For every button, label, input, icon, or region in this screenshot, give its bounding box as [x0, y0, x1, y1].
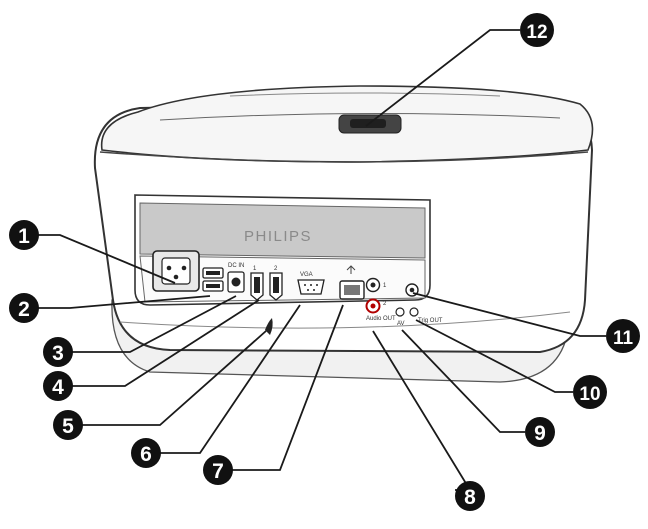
- av-label: AV: [397, 321, 405, 327]
- callout-10: 10: [573, 375, 607, 409]
- callout-8-label: 8: [464, 486, 476, 509]
- callout-11: 11: [606, 319, 640, 353]
- callout-2: 2: [9, 293, 39, 323]
- callout-9: 9: [525, 417, 555, 447]
- callout-1-label: 1: [18, 225, 30, 248]
- callout-10-label: 10: [579, 384, 600, 405]
- callout-4: 4: [43, 371, 73, 401]
- callout-3-label: 3: [52, 342, 64, 365]
- callout-11-label: 11: [613, 328, 634, 349]
- callout-6-label: 6: [140, 443, 152, 466]
- callout-5-label: 5: [62, 415, 74, 438]
- dc-in-label: DC IN: [228, 263, 244, 269]
- vga-label: VGA: [300, 272, 313, 278]
- callout-5: 5: [53, 410, 83, 440]
- callout-7-label: 7: [212, 460, 224, 483]
- callout-8: 8: [455, 481, 485, 511]
- callout-12-label: 12: [526, 22, 547, 43]
- callout-4-label: 4: [52, 376, 64, 399]
- callout-3: 3: [43, 337, 73, 367]
- callout-12: 12: [520, 13, 554, 47]
- power-socket: [153, 251, 199, 291]
- callout-9-label: 9: [534, 422, 546, 445]
- callout-2-label: 2: [18, 298, 30, 321]
- callout-7: 7: [203, 455, 233, 485]
- callout-1: 1: [9, 220, 39, 250]
- callout-6: 6: [131, 438, 161, 468]
- audio-out-label: Audio OUT: [366, 316, 396, 322]
- dc-in-port: DC IN: [228, 263, 244, 292]
- brand-label: PHILIPS: [244, 228, 312, 245]
